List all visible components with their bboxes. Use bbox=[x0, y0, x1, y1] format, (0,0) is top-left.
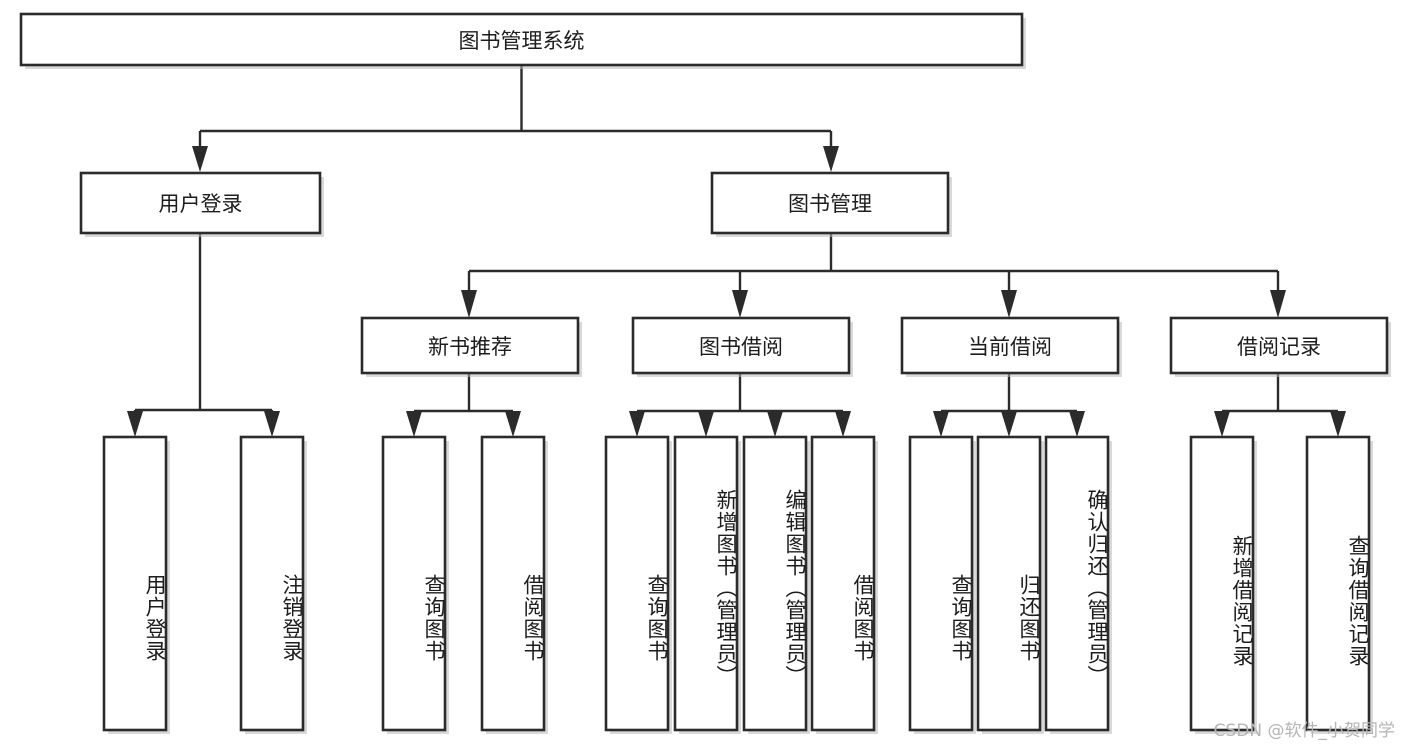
arrow-bm-to-new-book bbox=[461, 290, 477, 318]
arrow-cb-leaf-3 bbox=[1069, 411, 1085, 437]
arrow-bm-to-current-borrow bbox=[1001, 290, 1017, 318]
arrow-cb-leaf-1 bbox=[933, 411, 949, 437]
arrow-bb-leaf-4 bbox=[835, 411, 851, 437]
book-borrow-box[interactable] bbox=[631, 316, 851, 375]
leaf-nb-2-box[interactable] bbox=[480, 435, 546, 732]
connector-group-root bbox=[192, 65, 839, 172]
arrow-nb-leaf-2 bbox=[505, 411, 521, 437]
leaf-bb-4-box[interactable] bbox=[810, 435, 876, 732]
connector-group-current-borrow bbox=[933, 373, 1085, 437]
connector-group-new-book bbox=[406, 373, 521, 437]
leaf-cb-2-box[interactable] bbox=[976, 435, 1042, 732]
connector-group-user-login bbox=[127, 233, 280, 437]
arrow-bm-to-book-borrow bbox=[732, 290, 748, 318]
leaf-cb-3-box[interactable] bbox=[1044, 435, 1110, 732]
arrow-root-to-user-login bbox=[192, 146, 208, 172]
leaf-ul-2-box[interactable] bbox=[239, 435, 305, 732]
leaf-ul-1-box[interactable] bbox=[102, 435, 168, 732]
leaf-br-1-box[interactable] bbox=[1189, 435, 1255, 732]
leaf-br-2-box[interactable] bbox=[1305, 435, 1371, 732]
arrow-bb-leaf-3 bbox=[767, 411, 783, 437]
connector-group-book-mgmt bbox=[461, 233, 1286, 318]
arrow-root-to-book-mgmt bbox=[823, 146, 839, 172]
arrow-bm-to-borrow-record bbox=[1270, 290, 1286, 318]
arrow-br-leaf-2 bbox=[1330, 411, 1346, 437]
current-borrow-box[interactable] bbox=[900, 316, 1120, 375]
leaf-bb-2-box[interactable] bbox=[673, 435, 739, 732]
user-login-box[interactable] bbox=[79, 171, 322, 235]
leaf-bb-3-box[interactable] bbox=[742, 435, 808, 732]
leaf-bb-1-box[interactable] bbox=[604, 435, 670, 732]
leaf-nb-1-box[interactable] bbox=[381, 435, 447, 732]
arrow-nb-leaf-1 bbox=[406, 411, 422, 437]
arrow-ul-leaf-1 bbox=[127, 411, 143, 437]
borrow-record-box[interactable] bbox=[1169, 316, 1389, 375]
connector-group-borrow-record bbox=[1214, 373, 1346, 437]
arrow-bb-leaf-2 bbox=[698, 411, 714, 437]
root-box[interactable] bbox=[19, 12, 1024, 67]
new-book-box[interactable] bbox=[360, 316, 580, 375]
connector-group-book-borrow bbox=[629, 373, 851, 437]
arrow-ul-leaf-2 bbox=[264, 411, 280, 437]
arrow-br-leaf-1 bbox=[1214, 411, 1230, 437]
arrow-bb-leaf-1 bbox=[629, 411, 645, 437]
arrow-cb-leaf-2 bbox=[1001, 411, 1017, 437]
leaf-cb-1-box[interactable] bbox=[908, 435, 974, 732]
book-mgmt-box[interactable] bbox=[710, 171, 950, 235]
